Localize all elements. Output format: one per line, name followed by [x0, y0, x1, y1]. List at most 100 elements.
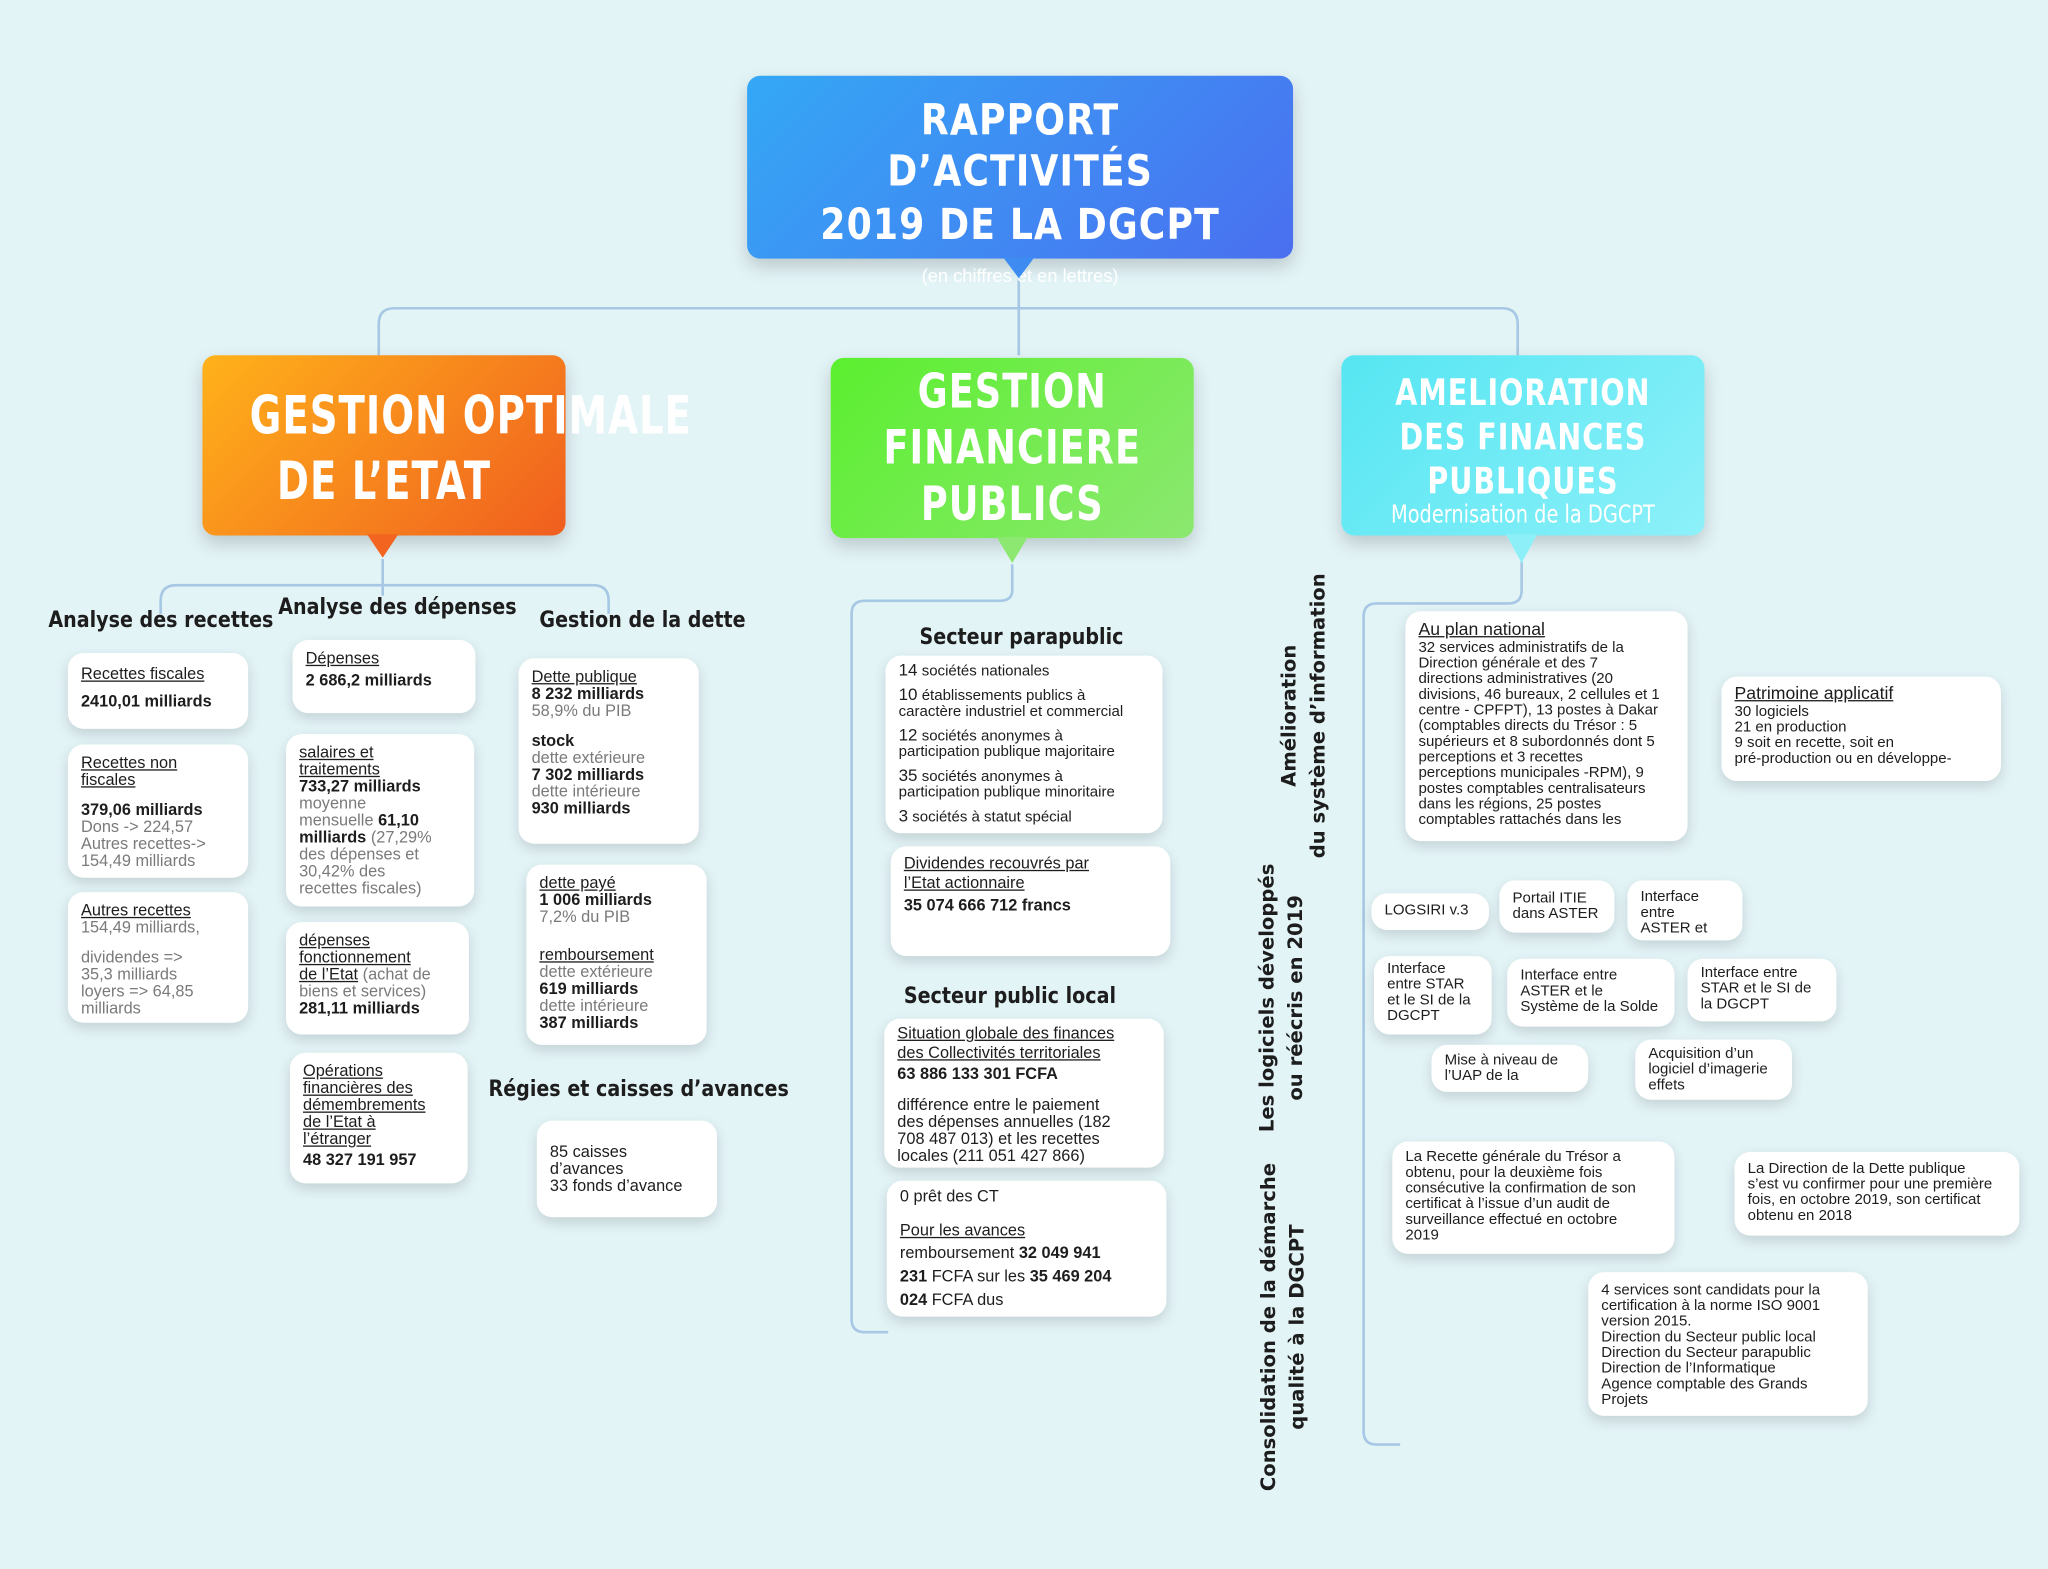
dette-stock-exterieure-value: 7 302 milliards [531, 765, 645, 784]
iso-line4: Direction du Secteur public local [1601, 1329, 1816, 1346]
avances-dus: FCFA dus [931, 1290, 1004, 1309]
situation-value: 63 886 133 301 FCFA [897, 1064, 1058, 1083]
dette-remboursement-interieure-value: 387 milliards [539, 1013, 639, 1032]
parapublic-item4b: participation publique minoritaire [898, 784, 1115, 801]
card-situation-globale: Situation globale des finances des Colle… [884, 1018, 1164, 1168]
salaires-label1: salaires et [299, 743, 374, 762]
interface-star-line2: entre STAR [1387, 976, 1465, 993]
regies-fonds: 33 fonds d’avance [549, 1176, 683, 1196]
card-recette-generale: La Recette générale du Trésor a obtenu, … [1392, 1141, 1675, 1254]
section-title-regies: Régies et caisses d’avances [488, 1076, 789, 1103]
vertical-label-qualite: Consolidation de la démarche qualité à l… [1254, 1144, 1311, 1510]
direction-dette-line2: s’est vu confirmer pour une première [1747, 1176, 1993, 1193]
acquisition-line1: Acquisition d’un [1648, 1046, 1754, 1062]
patrimoine-line3: 9 soit en recette, soit en [1734, 735, 1895, 752]
parapublic-item5: sociétés à statut spécial [912, 809, 1072, 826]
operations-value: 48 327 191 957 [303, 1150, 417, 1169]
card-depenses: Dépenses 2 686,2 milliards [292, 639, 476, 714]
salaires-mensuelle: mensuelle [299, 811, 374, 830]
avances-rembourse-value: 32 049 941 [1018, 1243, 1101, 1262]
situation-label1: Situation globale des finances [897, 1023, 1115, 1043]
recette-generale-line6: 2019 [1405, 1227, 1439, 1244]
plan-national-line4: divisions, 46 bureaux, 2 cellules et 1 [1418, 687, 1660, 703]
column-header-gestion-financiere: GESTION FINANCIERE PUBLICS [830, 357, 1194, 539]
patrimoine-line2: 21 en production [1734, 719, 1847, 736]
dette-publique-value: 8 232 milliards [531, 684, 645, 703]
patrimoine-line4: pré-production ou en développe- [1734, 751, 1952, 767]
parapublic-item3-count: 12 [898, 724, 918, 745]
logsiri-label: LOGSIRI v.3 [1384, 902, 1469, 919]
main-title-box: RAPPORT D’ACTIVITÉS 2019 DE LA DGCPT (en… [747, 75, 1294, 286]
card-depenses-fonctionnement: dépenses fonctionnement de l’Etat (achat… [286, 922, 469, 1035]
column-header-gestion-financiere-line1: GESTION [917, 365, 1107, 420]
section-title-depenses: Analyse des dépenses [278, 594, 517, 621]
dette-paye-value: 1 006 milliards [539, 890, 652, 910]
recette-generale-line2: obtenu, pour la deuxième fois [1405, 1165, 1603, 1181]
operations-label5: l’étranger [303, 1129, 372, 1149]
plan-national-line7: supérieurs et 8 subordonnés dont 5 [1418, 734, 1655, 750]
parapublic-item2a: établissements publics à [921, 688, 1086, 704]
dividendes-label2: l’Etat actionnaire [903, 873, 1025, 893]
parapublic-item1-count: 14 [898, 659, 918, 680]
column-header-amelioration-line1: AMELIORATION [1395, 370, 1651, 415]
plan-national-line1: 32 services administratifs de la [1418, 639, 1624, 656]
main-title-line2: 2019 DE LA DGCPT [820, 198, 1220, 250]
avances-dus-value-cont: 024 [899, 1290, 928, 1309]
salaires-pct: (27,29% [370, 828, 432, 847]
plan-national-label: Au plan national [1418, 619, 1545, 639]
gestion-financiere-pointer [996, 536, 1028, 563]
card-direction-dette: La Direction de la Dette publique s’est … [1734, 1151, 2020, 1236]
vertical-label-qualite-line1: Consolidation de la démarche [1256, 1162, 1280, 1492]
dividendes-value: 35 074 666 712 francs [903, 895, 1071, 915]
interface-solde-line1: Interface entre [1520, 967, 1618, 984]
recettes-nonfisc-value: 379,06 milliards [80, 800, 203, 819]
card-operations-financieres: Opérations financières des démembrements… [289, 1052, 468, 1184]
salaires-moyenne: moyenne [299, 794, 367, 813]
vertical-label-logiciels: Les logiciels développés ou réécris en 2… [1253, 844, 1310, 1152]
plan-national-line11: dans les régions, 25 postes [1418, 796, 1602, 813]
regies-caisses: 85 caisses [549, 1142, 628, 1162]
card-interface-solde: Interface entre ASTER et le Système de l… [1507, 958, 1675, 1027]
recettes-nonfisc-label1: Recettes non [80, 753, 178, 772]
parapublic-item4a: sociétés anonymes à [921, 769, 1063, 785]
card-logsiri: LOGSIRI v.3 [1371, 893, 1489, 930]
dette-stock-exterieure: dette extérieure [531, 748, 646, 767]
portail-itie-line2: dans ASTER [1512, 906, 1599, 923]
autres-recettes-loyers-unit: milliards [80, 999, 141, 1018]
interface-star-si-line1: Interface entre [1700, 965, 1798, 981]
card-prets-avances: 0 prêt des CT Pour les avances rembourse… [886, 1180, 1167, 1317]
plan-national-line5: centre - CPFPT), 13 postes à Dakar [1418, 702, 1659, 719]
dette-stock-interieure-value: 930 milliards [531, 799, 631, 818]
autres-recettes-total: 154,49 milliards, [80, 918, 200, 937]
card-interface-star: Interface entre STAR et le SI de la DGCP… [1374, 956, 1492, 1035]
title-pointer [1003, 257, 1035, 279]
amelioration-pointer [1505, 534, 1538, 563]
recette-generale-line5: surveillance effectué en octobre [1405, 1212, 1618, 1228]
portail-itie-line1: Portail ITIE [1512, 890, 1587, 907]
dividendes-label1: Dividendes recouvrés par [903, 854, 1089, 873]
recettes-fiscales-value: 2410,01 milliards [80, 692, 212, 711]
direction-dette-line3: fois, en octobre 2019, son certificat [1747, 1192, 1981, 1209]
interface-solde-line2: ASTER et le [1520, 983, 1603, 1000]
operations-label2: financières des [303, 1078, 413, 1098]
recette-generale-line3: consécutive la confirmation de son [1405, 1180, 1636, 1197]
situation-diff2: des dépenses annuelles (182 [897, 1112, 1111, 1132]
salaires-pct-recettes: 30,42% des [299, 862, 386, 881]
iso-line1: 4 services sont candidats pour la [1601, 1282, 1821, 1299]
card-plan-national: Au plan national 32 services administrat… [1405, 611, 1688, 842]
depenses-label: Dépenses [305, 649, 380, 668]
dette-stock-label: stock [531, 731, 575, 750]
card-interface-star-si: Interface entre STAR et le SI de la DGCP… [1687, 958, 1837, 1022]
card-acquisition-imagerie: Acquisition d’un logiciel d’imagerie eff… [1635, 1039, 1792, 1100]
parapublic-item1: sociétés nationales [921, 663, 1050, 680]
parapublic-item3b: participation publique majoritaire [898, 744, 1115, 761]
autres-recettes-label: Autres recettes [80, 901, 191, 920]
card-parapublic: 14 sociétés nationales 10 établissements… [885, 655, 1163, 834]
card-autres-recettes: Autres recettes 154,49 milliards, divide… [67, 892, 249, 1023]
column-header-gestion-optimale-line1: GESTION OPTIMALE [249, 386, 692, 447]
interface-aster-line2: entre [1640, 905, 1675, 921]
recettes-nonfisc-autres-value: 154,49 milliards [80, 851, 196, 870]
card-dette-publique: Dette publique 8 232 milliards 58,9% du … [518, 658, 699, 844]
card-iso-9001: 4 services sont candidats pour la certif… [1588, 1272, 1868, 1416]
